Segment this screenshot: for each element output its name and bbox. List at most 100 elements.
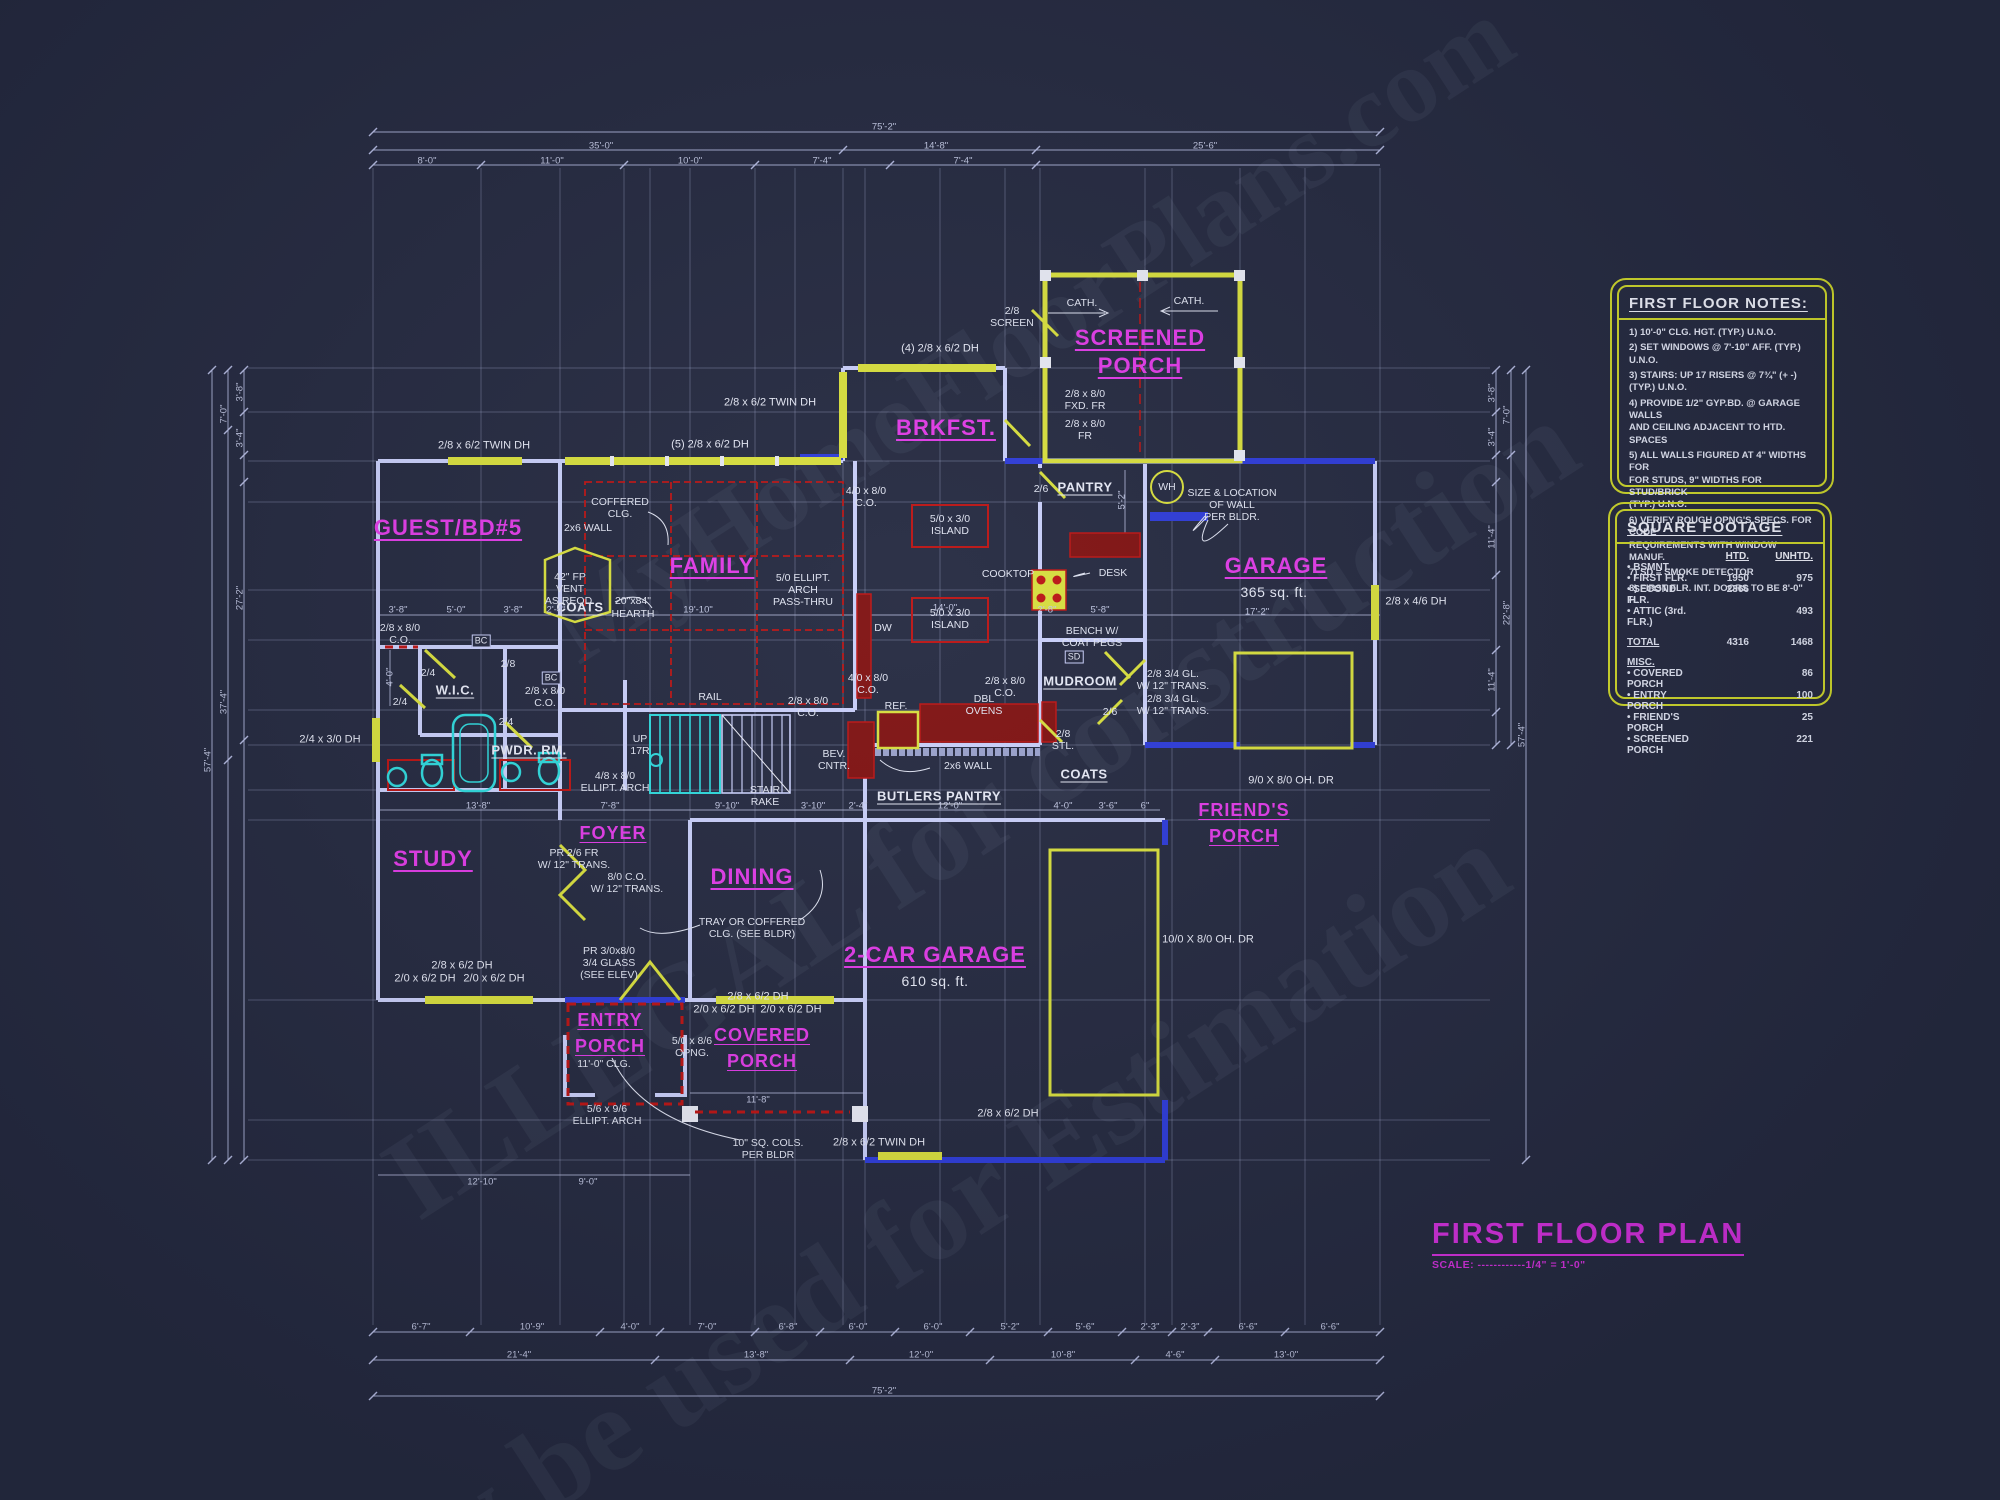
dimension-label: 2'-8" [1037, 604, 1057, 616]
annotation-label: W/ 12" TRANS. [590, 882, 664, 895]
dimension-label: 4'-0" [620, 1321, 640, 1333]
dimension-label: 2'-4" [848, 800, 868, 812]
room-label-entry-porch: ENTRY [577, 1010, 643, 1030]
annotation-label: C.O. [797, 706, 819, 719]
annotation-label: UP [632, 732, 648, 745]
dimension-label: 75'-2" [871, 1385, 897, 1397]
annotation-label: 2/4 [392, 695, 408, 708]
window-label: 2/8 x 6/2 TWIN DH [437, 439, 531, 452]
leader-lines [611, 511, 1229, 1141]
dimension-label: 6'-6" [1238, 1321, 1258, 1333]
dimension-label: 7'-0" [697, 1321, 717, 1333]
room-label-screened-porch: SCREENED [1074, 325, 1206, 350]
dimension-label: 3'-8" [1486, 383, 1498, 403]
sqft-total-unhtd: 1468 [1790, 637, 1813, 648]
window-label: 2/8 x 4/6 DH [1385, 595, 1447, 608]
annotation-label: HEARTH [611, 607, 655, 620]
annotation-label: DBL [973, 692, 995, 705]
annotation-label: SCREEN [990, 316, 1034, 329]
appliances [543, 470, 1184, 750]
room-label-screened-porch: PORCH [1097, 353, 1183, 378]
windows [372, 364, 1379, 1160]
dimension-label: 11'-4" [1486, 668, 1498, 692]
window-label: 2/8 x 6/2 DH [977, 1107, 1039, 1120]
dimension-label: 21'-4" [506, 1349, 532, 1361]
dimension-label: 10'-8" [1050, 1349, 1076, 1361]
dimension-label: 7'-0" [218, 404, 230, 424]
annotation-label: STL. [1051, 739, 1075, 752]
annotation-label: 5/0 ELLIPT. [775, 571, 831, 584]
column-header-htd: HTD. [1725, 551, 1749, 562]
dimension-label: 3'-8" [234, 382, 246, 402]
dimension-label: 5'-8" [1090, 604, 1110, 616]
note-item: 4) PROVIDE 1/2" GYP.BD. @ GARAGE WALLS A… [1629, 397, 1800, 446]
dimension-label: 3'-6" [1098, 800, 1118, 812]
annotation-label: 2/8 [1004, 304, 1020, 317]
column-header-unhtd: UNHTD. [1775, 551, 1813, 562]
note-item: 3) STAIRS: UP 17 RISERS @ 7¾" (+ -) (TYP… [1629, 370, 1797, 394]
window-label: 2/0 x 6/2 DH [760, 1003, 822, 1016]
annotation-label: 4/8 x 8/0 [594, 769, 636, 782]
sqft-misc-row: COVERED PORCH [1627, 668, 1699, 690]
annotation-label: CATH. [1066, 296, 1098, 309]
note-item: 6) VERIFY ROUGH OPNG'S,SPECS. FOR CODE R… [1629, 514, 1812, 563]
window-label: (5) 2/8 x 6/2 DH [671, 438, 749, 451]
wall-stub [1150, 512, 1208, 521]
room-label-pantry: PANTRY [1057, 479, 1113, 495]
dimension-label: 9'-10" [714, 800, 740, 812]
annotation-label: 4/0 x 8/0 [847, 671, 889, 684]
dimension-label: 7'-4" [953, 155, 973, 167]
dimension-label: 6'-8" [778, 1321, 798, 1333]
dimension-label: 57'-4" [202, 747, 214, 773]
dimension-label: 13'-0" [1273, 1349, 1299, 1361]
annotation-label: BC [471, 634, 491, 648]
window-label: (4) 2/8 x 6/2 DH [901, 342, 979, 355]
dimension-label: 17'-2" [1244, 606, 1270, 618]
dimension-label: 10'-0" [677, 155, 703, 167]
sqft-total-htd: 4316 [1726, 637, 1749, 648]
dimension-label: 19'-10" [683, 604, 713, 616]
sqft-row-label: BSMNT. [1627, 562, 1699, 573]
annotation-label: 2/8 x 8/0 [379, 621, 421, 634]
screened-porch-walls [1040, 270, 1245, 464]
dimension-label: 35'-0" [588, 140, 614, 152]
window-label: 2/0 x 6/2 DH [394, 972, 456, 985]
annotation-label: DW [874, 621, 892, 634]
annotation-label: C.O. [389, 633, 411, 646]
overhead-doors [1048, 651, 1354, 1097]
dimension-label: 25'-6" [1192, 140, 1218, 152]
annotation-label: VENT [555, 582, 585, 595]
dimension-label: 5'-2" [1116, 490, 1128, 510]
annotation-label: 17R [630, 744, 650, 757]
annotation-label: PER BLDR. [1204, 510, 1260, 523]
annotation-label: OPNG. [675, 1046, 709, 1059]
annotation-label: TRAY OR COFFERED [698, 915, 806, 928]
annotation-label: 20"x84" [614, 594, 652, 607]
window-label: 2/0 x 6/2 DH [693, 1003, 755, 1016]
annotation-label: PR 3/0x8/0 [583, 944, 635, 957]
annotation-label: C.O. [855, 496, 877, 509]
water-heater-circle [1150, 470, 1184, 504]
dimension-label: 6" [1140, 800, 1150, 812]
window-label: 2/4 x 3/0 DH [299, 733, 361, 746]
dimension-label: 3'-10" [800, 800, 826, 812]
annotation-label: 2/8 x 8/0 [1064, 417, 1106, 430]
drawing-title-block: FIRST FLOOR PLAN SCALE: ------------1/4"… [1432, 1218, 1745, 1271]
annotation-label: CLG. [607, 507, 633, 520]
annotation-label: RAKE [750, 795, 780, 808]
dimension-label: 4'-0" [1053, 800, 1073, 812]
annotation-label: COOKTOP [981, 567, 1035, 580]
annotation-label: ISLAND [931, 524, 969, 537]
smoke-detector-label: SD [1064, 650, 1084, 664]
dimension-label: 5'-2" [1000, 1321, 1020, 1333]
note-item: 5) ALL WALLS FIGURED AT 4" WIDTHS FOR FO… [1629, 450, 1807, 511]
note-item: 1) 10'-0" CLG. HGT. (TYP.) U.N.O. [1629, 327, 1776, 338]
dimension-label: 22'-8" [1501, 600, 1513, 626]
dimension-label: 5'-0" [446, 604, 466, 616]
annotation-label: C.O. [994, 686, 1016, 699]
annotation-label: ELLIPT. ARCH [580, 781, 650, 794]
annotation-label: DESK [1098, 566, 1128, 579]
window-label: 2/8 x 6/2 DH [727, 990, 789, 1003]
